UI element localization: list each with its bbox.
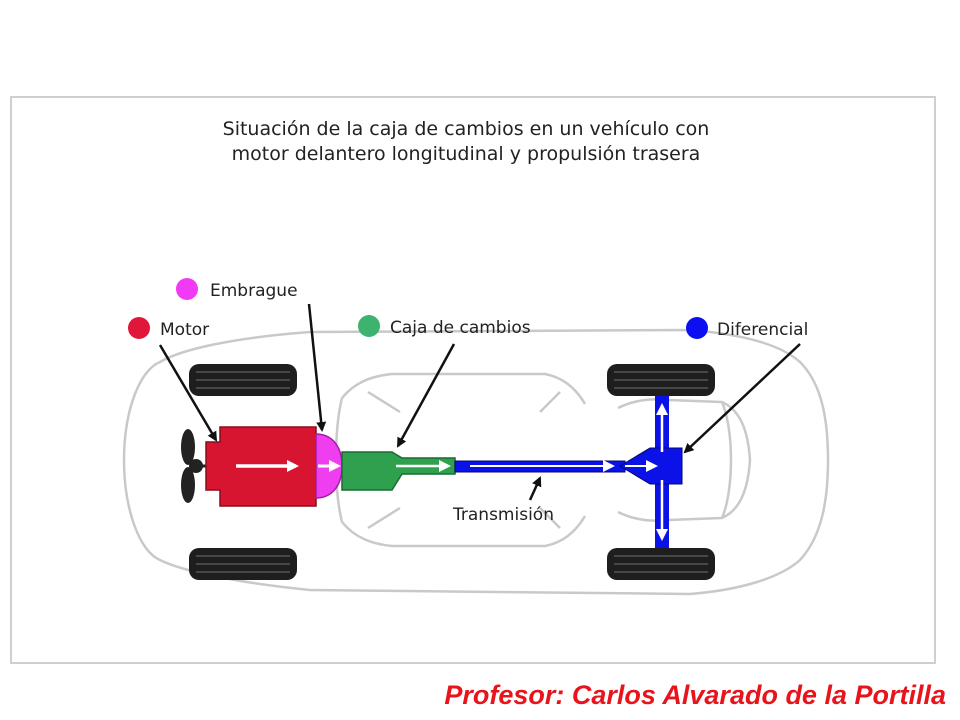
- legend-dot-motor: [128, 317, 150, 339]
- gearbox: [341, 451, 456, 491]
- leader-arrows: [158, 303, 801, 501]
- arrow-motor: [158, 344, 218, 442]
- diagram-title-line-1: Situación de la caja de cambios en un ve…: [223, 118, 710, 140]
- legend-dot-embrague: [176, 278, 198, 300]
- wheel-rear-left: [607, 364, 715, 396]
- diagram-title-line-2: motor delantero longitudinal y propulsió…: [232, 143, 701, 165]
- label-caja-de-cambios: Caja de cambios: [390, 318, 531, 338]
- arrow-embrague: [307, 303, 327, 432]
- diagram-frame: [10, 96, 936, 664]
- arrow-diferencial: [683, 343, 801, 454]
- arrow-caja-de-cambios: [396, 343, 456, 448]
- differential: [619, 396, 683, 548]
- label-embrague: Embrague: [210, 281, 298, 301]
- wheel-front-left: [189, 364, 297, 396]
- arrow-transmision: [528, 476, 542, 501]
- wheel-front-right: [189, 548, 297, 580]
- label-motor: Motor: [160, 320, 209, 340]
- label-transmision: Transmisión: [452, 505, 554, 525]
- professor-credit: Profesor: Carlos Alvarado de la Portilla: [444, 680, 946, 710]
- wheel-rear-right: [607, 548, 715, 580]
- label-diferencial: Diferencial: [717, 320, 808, 340]
- legend-dot-diferencial: [686, 317, 708, 339]
- legend-dot-caja-de-cambios: [358, 315, 380, 337]
